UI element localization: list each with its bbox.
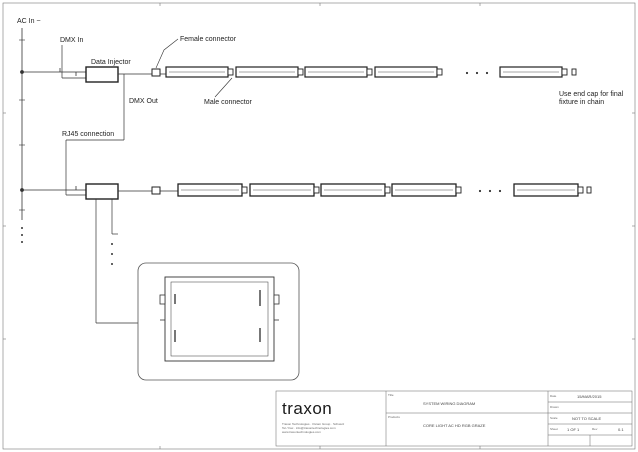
row1-fixtures xyxy=(165,66,568,78)
sheet-value: 1 OF 1 xyxy=(567,427,580,432)
title-block xyxy=(275,390,633,447)
male-connector-leader xyxy=(214,77,233,98)
date-caption: Date xyxy=(550,394,557,398)
address-line1: Traxon Technologies · Osram Group · Schw… xyxy=(282,422,345,426)
rev-caption: Rev xyxy=(592,427,598,431)
data-injector-box-row2 xyxy=(85,183,119,200)
drawn-caption: Drawn xyxy=(550,405,559,409)
title-value: SYSTEM WIRING DIAGRAM xyxy=(423,401,475,406)
fixture-row1-4 xyxy=(374,66,443,78)
row1-feed-line xyxy=(22,68,86,76)
products-value: CORE LIGHT AC HD RGB GRAZE xyxy=(423,423,486,428)
female-connector-leader xyxy=(155,38,179,69)
date-value: 15/MAR/2015 xyxy=(577,394,602,399)
fixture-row1-3 xyxy=(304,66,373,78)
products-caption: Products xyxy=(388,415,400,419)
fixture-row1-last xyxy=(499,66,568,78)
dmx-out-line xyxy=(118,73,166,95)
rj45-connection-label: RJ45 connection xyxy=(62,131,114,138)
female-connector-row2 xyxy=(151,186,161,195)
fixture-row2-4 xyxy=(391,183,462,197)
scale-caption: Scale xyxy=(550,416,558,420)
row1-continuation-dots xyxy=(465,71,489,75)
ac-bus-ticks xyxy=(19,39,25,211)
title-caption: Title xyxy=(388,393,394,397)
fixture-row2-3 xyxy=(320,183,391,197)
ac-in-label: AC In ~ xyxy=(17,18,41,25)
row2-continuation-dots xyxy=(478,189,502,193)
end-cap-label-line1: Use end cap for final xyxy=(559,91,624,98)
fixture-row1-1 xyxy=(165,66,234,78)
data-injector-box-row1 xyxy=(85,66,119,83)
row2-feed-line xyxy=(22,186,86,191)
row2-out-line xyxy=(95,190,178,324)
fixture-row2-last xyxy=(513,183,584,197)
end-cap-label-line2: fixture in chain xyxy=(559,99,604,106)
frame-zone-ticks xyxy=(3,3,635,449)
end-cap-row1 xyxy=(571,68,577,76)
female-connector-icon xyxy=(151,68,161,77)
end-cap-row2 xyxy=(586,186,592,194)
injector-detail-drawing xyxy=(159,276,280,362)
dmx-in-label: DMX In xyxy=(60,37,83,44)
injector-detail-markings xyxy=(174,290,261,342)
scale-value: NOT TO SCALE xyxy=(572,416,601,421)
dmx-in-line xyxy=(61,45,86,79)
fixture-row2-2 xyxy=(249,183,320,197)
sheet-caption: Sheet xyxy=(550,427,558,431)
row2-branch-dots xyxy=(111,243,113,265)
row2-fixtures xyxy=(177,183,584,197)
data-injector-label: Data Injector xyxy=(91,59,131,66)
address-line3: www.traxontechnologies.com xyxy=(282,430,321,434)
ac-bus-continuation-dots xyxy=(21,227,23,243)
rj45-line xyxy=(65,95,125,196)
male-connector-label: Male connector xyxy=(204,99,253,106)
rev-value: 0.1 xyxy=(618,427,624,432)
ac-bus-line xyxy=(20,28,24,220)
female-connector-label: Female connector xyxy=(180,36,237,43)
dmx-out-label: DMX Out xyxy=(129,98,158,105)
fixture-row2-1 xyxy=(177,183,248,197)
address-line2: Tel / Fax · info@traxontechnologies.com xyxy=(282,426,336,430)
traxon-logo: traxon xyxy=(282,399,332,418)
fixture-row1-2 xyxy=(235,66,304,78)
